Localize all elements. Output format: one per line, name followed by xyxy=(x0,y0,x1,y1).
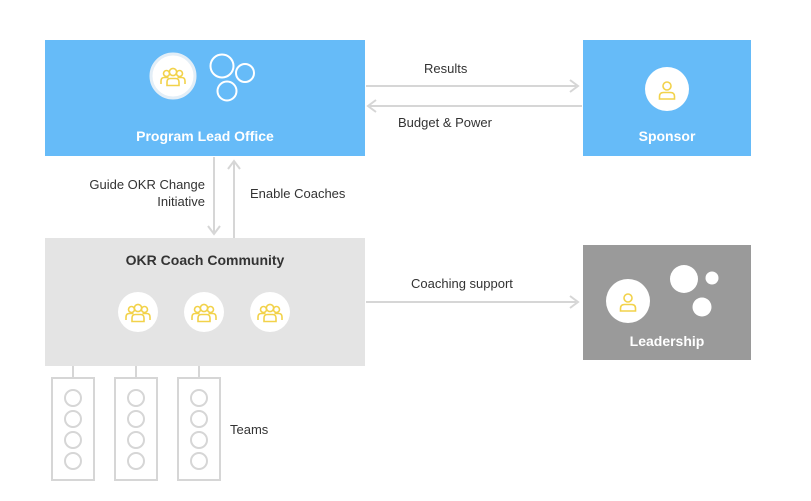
sponsor-title: Sponsor xyxy=(638,128,696,144)
team-column xyxy=(114,366,158,481)
team-column xyxy=(51,366,95,481)
team-member-circle xyxy=(64,431,82,449)
program-lead-office-title: Program Lead Office xyxy=(136,128,274,144)
team-member-circle xyxy=(190,452,208,470)
sponsor-person-icon xyxy=(645,67,689,111)
team-member-circle xyxy=(127,431,145,449)
teams-label: Teams xyxy=(230,422,269,437)
leadership-title: Leadership xyxy=(629,333,705,349)
guide-okr-label-line1: Guide OKR Change xyxy=(89,177,205,192)
guide-okr-label-line2: Initiative xyxy=(157,194,205,209)
team-box xyxy=(177,377,221,481)
enable-coaches-label: Enable Coaches xyxy=(250,186,346,201)
program-lead-office-box: Program Lead Office xyxy=(45,40,365,156)
teams-group xyxy=(51,366,221,481)
budget-power-arrow xyxy=(366,99,582,113)
plo-bubbles-icon xyxy=(209,53,255,102)
coaching-support-label: Coaching support xyxy=(411,276,513,291)
coach-group-icon xyxy=(250,292,290,332)
team-member-circle xyxy=(190,389,208,407)
coaching-support-arrow xyxy=(366,295,580,309)
leadership-bubbles-icon xyxy=(670,265,719,317)
team-member-circle xyxy=(127,452,145,470)
okr-coach-community-title: OKR Coach Community xyxy=(125,252,285,268)
enable-coaches-arrow xyxy=(227,159,241,238)
team-member-circle xyxy=(64,410,82,428)
team-member-circle xyxy=(127,410,145,428)
team-member-circle xyxy=(190,431,208,449)
results-arrow xyxy=(366,79,580,93)
results-label: Results xyxy=(424,61,468,76)
team-member-circle xyxy=(127,389,145,407)
team-column xyxy=(177,366,221,481)
team-box xyxy=(51,377,95,481)
coach-group-icon xyxy=(184,292,224,332)
team-member-circle xyxy=(64,389,82,407)
plo-group-icon xyxy=(149,52,197,100)
leadership-person-icon xyxy=(606,279,650,323)
team-member-circle xyxy=(64,452,82,470)
budget-power-label: Budget & Power xyxy=(398,115,492,130)
guide-okr-arrow xyxy=(207,157,221,236)
okr-coach-community-box: OKR Coach Community xyxy=(45,238,365,366)
team-box xyxy=(114,377,158,481)
team-member-circle xyxy=(190,410,208,428)
coach-group-icon xyxy=(118,292,158,332)
